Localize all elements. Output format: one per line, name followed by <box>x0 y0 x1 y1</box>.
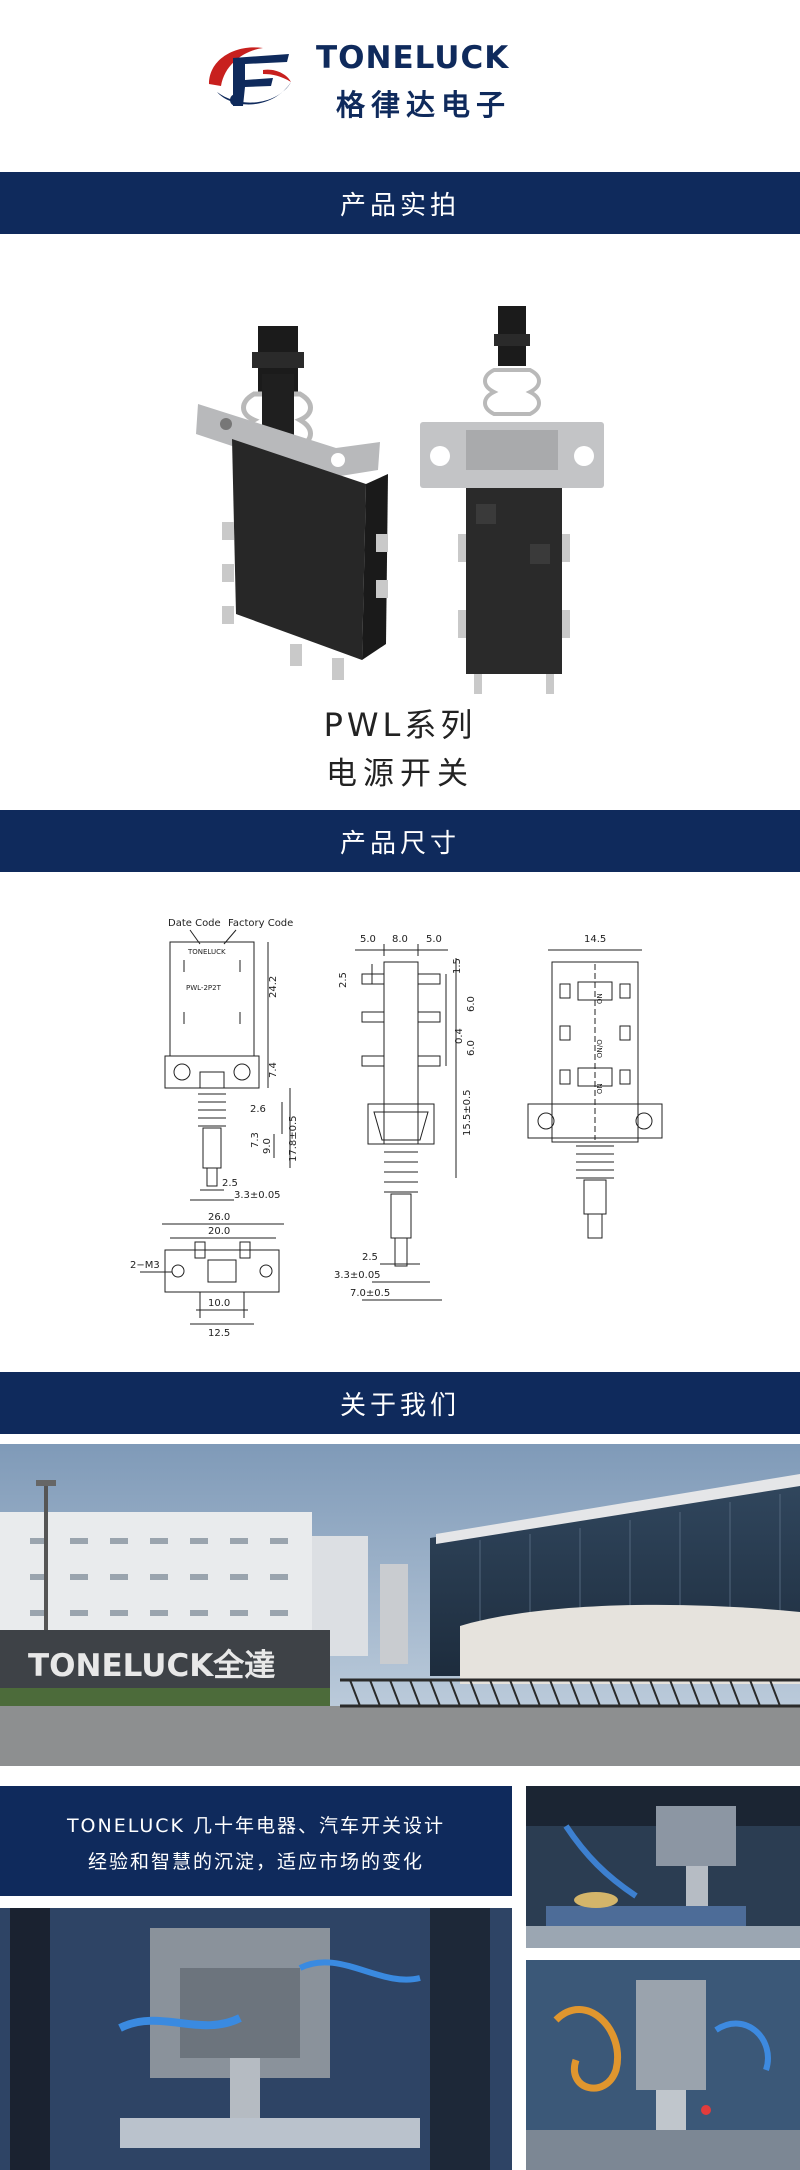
dim-12-5: 12.5 <box>208 1328 230 1339</box>
machine-photo-1 <box>526 1786 800 1948</box>
technical-drawing: Date Code Factory Code TONELUCK PWL-2P2T… <box>130 918 663 1339</box>
dim-24-2: 24.2 <box>268 976 279 998</box>
dim-side-5-a: 5.0 <box>360 934 376 945</box>
factory-building-photo: TONELUCK全達 <box>0 1444 800 1766</box>
slogan-line-2: 经验和智慧的沉淀，适应市场的变化 <box>87 1851 424 1873</box>
dim-back-14-5: 14.5 <box>584 934 606 945</box>
dim-2-5: 2.5 <box>222 1178 238 1189</box>
about-section: TONELUCK全達 TONELUCK 几十年电器、汽车开关设计 经验和智慧的沉… <box>0 1434 800 2170</box>
toneluck-logo-icon <box>209 47 291 106</box>
machine-photo-3 <box>526 1960 800 2170</box>
product-series: PWL系列 <box>323 706 477 744</box>
label-date-code: Date Code <box>168 918 221 929</box>
dimension-drawing: Date Code Factory Code TONELUCK PWL-2P2T… <box>0 872 800 1372</box>
dim-17-8: 17.8±0.5 <box>288 1115 299 1162</box>
dim-2-6: 2.6 <box>250 1104 266 1115</box>
dim-7-3: 7.3 <box>250 1132 261 1148</box>
label-back-mid: ON/O <box>596 1039 604 1058</box>
product-name: 电源开关 <box>326 756 474 792</box>
label-factory-code: Factory Code <box>228 918 293 929</box>
dim-side-8: 8.0 <box>392 934 408 945</box>
dim-side-2-5: 2.5 <box>338 972 349 988</box>
machine-photo-2 <box>0 1908 512 2170</box>
dim-side-0-4: 0.4 <box>454 1028 465 1044</box>
label-back-on-2: ON <box>596 1083 604 1094</box>
dim-2-m3: 2−M3 <box>130 1260 160 1271</box>
section-title-size: 产品尺寸 <box>0 810 800 872</box>
brand-name-cn: 格律达电子 <box>336 88 512 122</box>
dim-side-7-0: 7.0±0.5 <box>350 1288 390 1299</box>
company-slogan: TONELUCK 几十年电器、汽车开关设计 经验和智慧的沉淀，适应市场的变化 <box>0 1786 512 1896</box>
dim-side-15-5: 15.5±0.5 <box>462 1089 473 1136</box>
dim-3-3: 3.3±0.05 <box>234 1190 281 1201</box>
gate-sign-text: TONELUCK全達 <box>28 1648 275 1684</box>
dim-26-0: 26.0 <box>208 1212 230 1223</box>
dim-side-1-5: 1.5 <box>452 958 463 974</box>
brand-name-en: TONELUCK <box>316 40 510 76</box>
factory-building-image: TONELUCK全達 <box>0 1444 800 1766</box>
dim-side-6-b: 6.0 <box>466 1040 477 1056</box>
slogan-line-1: TONELUCK 几十年电器、汽车开关设计 <box>66 1815 446 1837</box>
label-model: PWL-2P2T <box>186 984 222 992</box>
section-title-about: 关于我们 <box>0 1372 800 1434</box>
header: TONELUCK 格律达电子 <box>0 0 800 172</box>
dim-side-6-a: 6.0 <box>466 996 477 1012</box>
label-body-brand: TONELUCK <box>187 948 226 956</box>
dim-side-2-5-b: 2.5 <box>362 1252 378 1263</box>
label-back-on-1: ON <box>596 993 604 1004</box>
dim-20-0: 20.0 <box>208 1226 230 1237</box>
product-photo: PWL系列 电源开关 <box>0 234 800 810</box>
dim-side-5-b: 5.0 <box>426 934 442 945</box>
dim-7-4: 7.4 <box>268 1062 279 1078</box>
dim-9-0: 9.0 <box>262 1138 273 1154</box>
dim-10-0: 10.0 <box>208 1298 230 1309</box>
section-title-photo: 产品实拍 <box>0 172 800 234</box>
dim-side-3-3: 3.3±0.05 <box>334 1270 381 1281</box>
switch-photo-image <box>196 306 604 694</box>
